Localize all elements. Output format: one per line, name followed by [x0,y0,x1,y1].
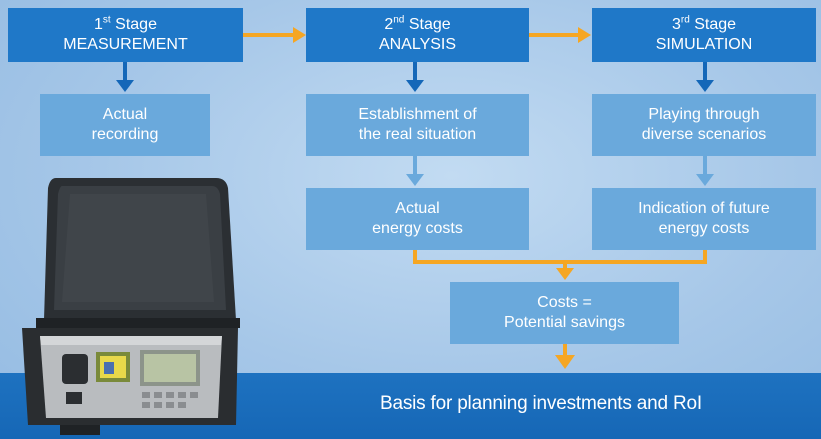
future-energy-costs-line1: Indication of future [638,200,770,217]
actual-recording-line2: recording [91,126,159,143]
actual-energy-costs-line1: Actual [395,200,440,217]
scenarios-line2: diverse scenarios [641,126,767,143]
footer-text: Basis for planning investments and RoI [380,393,702,414]
real-situation-line1: Establishment of [358,106,477,123]
real-situation-box: Establishment of the real situation [306,94,529,156]
potential-savings-line2: Potential savings [504,314,625,331]
potential-savings-line1: Costs = [537,294,592,311]
stage-1-box: 1st Stage MEASUREMENT [8,8,243,62]
future-energy-costs-line2: energy costs [658,220,750,237]
real-situation-line2: the real situation [358,126,477,143]
stage-1-title: 1st Stage [94,14,157,33]
stage-1-name: MEASUREMENT [63,36,188,53]
actual-energy-costs-line2: energy costs [372,220,463,237]
measurement-case-image [22,178,240,435]
actual-energy-costs-box: Actual energy costs [306,188,529,250]
stage-3-name: SIMULATION [655,36,753,53]
stage-3-title: 3rd Stage [671,14,737,33]
actual-recording-line1: Actual [102,106,148,123]
stage-2-box: 2nd Stage ANALYSIS [306,8,529,62]
scenarios-line1: Playing through [648,106,760,123]
potential-savings-box: Costs = Potential savings [450,282,679,344]
future-energy-costs-box: Indication of future energy costs [592,188,816,250]
scenarios-box: Playing through diverse scenarios [592,94,816,156]
stage-2-name: ANALYSIS [378,36,457,53]
stage-2-title: 2nd Stage [384,14,451,33]
stage-3-box: 3rd Stage SIMULATION [592,8,816,62]
actual-recording-box: Actual recording [40,94,210,156]
